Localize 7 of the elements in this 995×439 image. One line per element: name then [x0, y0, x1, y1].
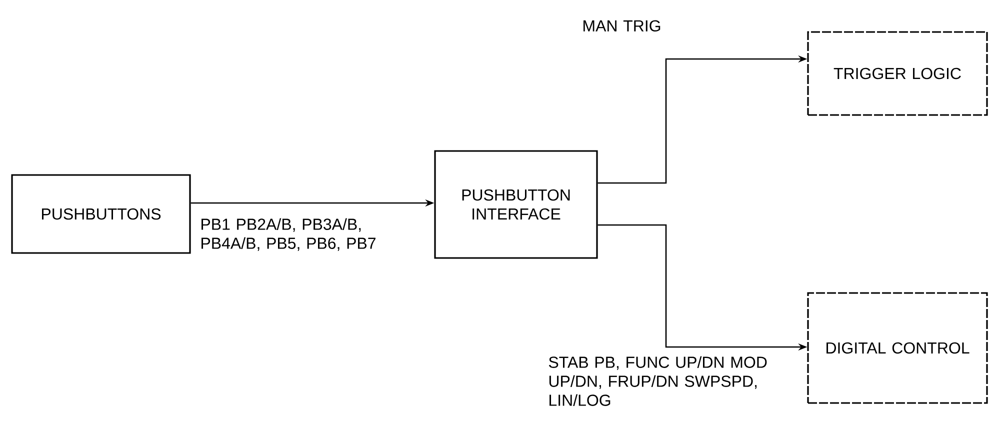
edge-label: STAB PB, FUNC UP/DN MOD UP/DN, FRUP/DN SWPSPD, LIN/LOG [548, 356, 767, 406]
process-box: PUSHBUTTON INTERFACE [434, 150, 598, 259]
edge-label: MAN TRIG [584, 20, 660, 32]
dashed-box: TRIGGER LOGIC [807, 31, 988, 116]
edge-label: PB1 PB2A/B, PB3A/B, PB4A/B, PB5, PB6, PB7 [202, 218, 376, 251]
dashed-box: DIGITAL CONTROL [807, 292, 988, 404]
process-box: PUSHBUTTONS [11, 174, 191, 254]
